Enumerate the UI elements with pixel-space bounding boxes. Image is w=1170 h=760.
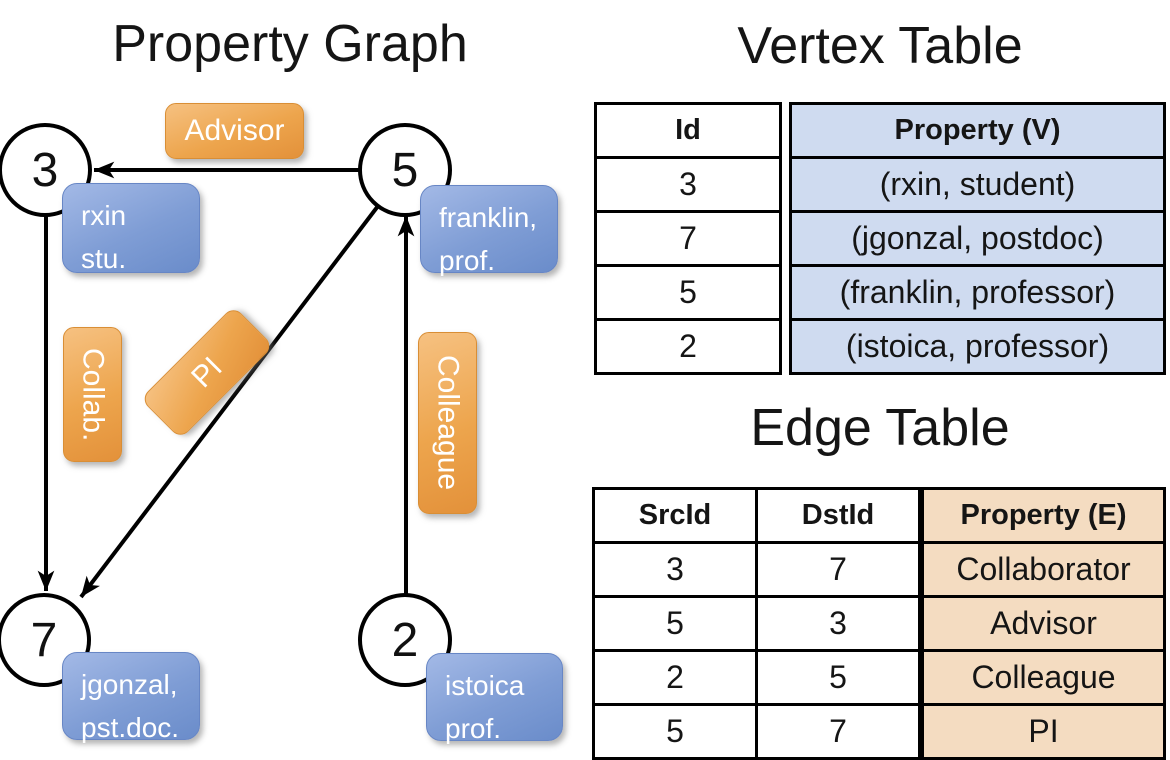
- vertex-table-cell: (rxin, student): [789, 156, 1166, 213]
- vertex-property-line: franklin,: [439, 202, 538, 233]
- vertex-table-cell: 2: [594, 318, 782, 375]
- vertex-table-header-id: Id: [594, 102, 782, 159]
- vertex-property-line: stu.: [81, 243, 127, 274]
- graph-title: Property Graph: [112, 15, 468, 73]
- vertex-table-cell: (franklin, professor): [789, 264, 1166, 321]
- edge-table-title: Edge Table: [750, 399, 1010, 457]
- edge-table-cell: 3: [755, 595, 921, 652]
- edge-table-cell: 2: [592, 649, 758, 706]
- vertex-table-title: Vertex Table: [737, 17, 1023, 75]
- edge-label-colleague: Colleague: [418, 332, 477, 514]
- edge-table-cell: 7: [755, 541, 921, 598]
- vertex-table-cell: 5: [594, 264, 782, 321]
- edge-table-cell: 7: [755, 703, 921, 760]
- edge-label-collab: Collab.: [63, 327, 122, 462]
- node-id-label: 2: [391, 613, 419, 667]
- graph-edges-layer: [37, 161, 415, 599]
- edge-label-text: Advisor: [184, 114, 285, 147]
- edge-label-text: Collab.: [76, 347, 110, 442]
- graph-node-5: 5: [358, 123, 452, 217]
- edge-label-text: Colleague: [431, 355, 465, 491]
- edge-5-to-7: [79, 204, 380, 599]
- vertex-table-header-property: Property (V): [789, 102, 1166, 159]
- edge-table-cell: Collaborator: [921, 541, 1166, 598]
- vertex-property-box-5: franklin, prof.: [420, 185, 558, 276]
- vertex-property-box-7: jgonzal, pst.doc.: [62, 652, 200, 743]
- edge-table-property-column: Property (E) Collaborator Advisor Collea…: [921, 487, 1166, 760]
- vertex-property-line: jgonzal,: [81, 669, 178, 700]
- edge-table-cell: Colleague: [921, 649, 1166, 706]
- edge-table-header-property: Property (E): [921, 487, 1166, 544]
- edge-table-id-columns: SrcId DstId 3 7 5 3 2 5 5 7: [592, 487, 921, 760]
- edge-label-advisor: Advisor: [165, 103, 304, 159]
- vertex-property-box-3: rxin stu.: [62, 183, 200, 274]
- vertex-property-line: pst.doc.: [81, 712, 180, 743]
- edge-table-cell: 5: [592, 703, 758, 760]
- vertex-property-line: prof.: [439, 245, 496, 276]
- vertex-table-property-column: Property (V) (rxin, student) (jgonzal, p…: [789, 102, 1166, 375]
- edge-table-cell: Advisor: [921, 595, 1166, 652]
- vertex-table-cell: 7: [594, 210, 782, 267]
- edge-table-header-srcid: SrcId: [592, 487, 758, 544]
- node-id-label: 5: [391, 143, 419, 197]
- edge-table-cell: PI: [921, 703, 1166, 760]
- edge-label-text: PI: [184, 350, 229, 394]
- node-id-label: 3: [31, 143, 59, 197]
- edge-table-cell: 5: [755, 649, 921, 706]
- vertex-table-cell: (istoica, professor): [789, 318, 1166, 375]
- vertex-property-line: prof.: [445, 713, 502, 744]
- vertex-property-line: istoica: [445, 670, 525, 701]
- vertex-table-cell: 3: [594, 156, 782, 213]
- graph-node-2: 2: [358, 593, 452, 687]
- edge-table-cell: 5: [592, 595, 758, 652]
- vertex-property-box-2: istoica prof.: [426, 653, 563, 744]
- edge-table-header-dstid: DstId: [755, 487, 921, 544]
- edge-table-cell: 3: [592, 541, 758, 598]
- vertex-property-line: rxin: [81, 200, 127, 231]
- vertex-table-cell: (jgonzal, postdoc): [789, 210, 1166, 267]
- node-id-label: 7: [30, 613, 58, 667]
- vertex-table-id-column: Id 3 7 5 2: [594, 102, 782, 375]
